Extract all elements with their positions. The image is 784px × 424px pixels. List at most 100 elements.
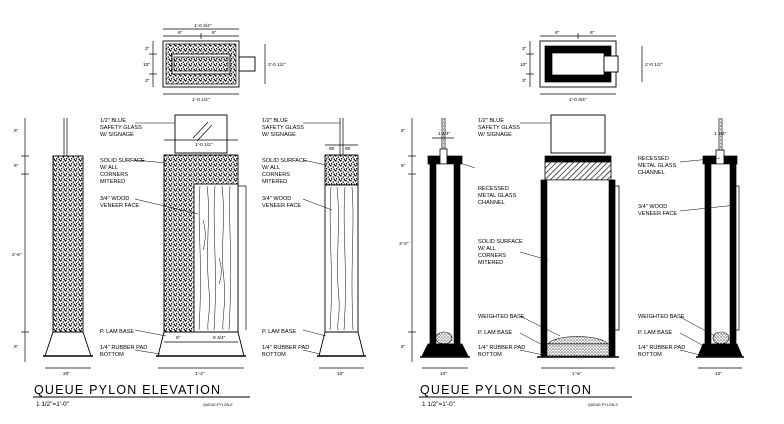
section-ref: QUEUE-PYLON-S [588,403,618,407]
dim-plan-6b: 6" [212,30,217,36]
section-dim-width-10: 10" [440,371,447,377]
svg-text:MITERED: MITERED [100,179,125,185]
section-dim-plan-bottom: 1'-0 3/4" [569,97,587,103]
elevation-note-glass-right: 1/2" BLUE SAFETY GLASS W/ SIGNAGE [262,118,304,138]
dim-side-80b: 80 [345,146,351,152]
elevation-note-pad: 1/4" RUBBER PAD BOTTOM [100,345,147,358]
elevation-note-veneer-right: 3/4" WOOD VENEER FACE [262,196,301,209]
dim-plan-3a: 3" [145,46,150,52]
elevation-note-solid-surface: SOLID SURFACE W/ ALL CORNERS MITERED [100,158,145,185]
section-dim-height-6a: 6" [401,128,406,134]
dim-base-height: 6" [14,344,19,350]
svg-text:CORNERS: CORNERS [478,253,506,259]
section-scale: 1 1/2"=1'-0" [422,401,455,408]
svg-text:1/4" RUBBER PAD: 1/4" RUBBER PAD [478,345,525,351]
svg-text:CHANNEL: CHANNEL [638,170,665,176]
section-note-glass: 1/2" BLUE SAFETY GLASS W/ SIGNAGE [478,118,520,138]
elevation-note-solid-surface-right: SOLID SURFACE W/ ALL CORNERS MITERED [262,158,307,185]
svg-text:W/ SIGNAGE: W/ SIGNAGE [100,132,134,138]
dim-height-6a: 6" [14,163,19,169]
elevation-note-pad-right: 1/4" RUBBER PAD BOTTOM [262,345,309,358]
section-title: QUEUE PYLON SECTION [420,383,592,397]
elevation-leaders [134,122,340,355]
svg-text:SOLID SURFACE: SOLID SURFACE [262,158,307,164]
section-dim-plan-6a: 6" [555,30,560,36]
elevation-note-plam: P. LAM BASE [100,329,134,335]
svg-text:W/ ALL: W/ ALL [262,165,280,171]
section-dim-width-10-right: 10" [715,371,722,377]
svg-text:1/2" BLUE: 1/2" BLUE [478,118,504,124]
section-note-recessed-right: RECESSED METAL GLASS CHANNEL [638,156,677,176]
svg-text:RECESSED: RECESSED [478,186,509,192]
section-note-plam-right: P. LAM BASE [638,330,672,336]
svg-text:CORNERS: CORNERS [262,172,290,178]
svg-text:CHANNEL: CHANNEL [478,200,505,206]
dim-width-10: 10" [337,371,344,377]
svg-text:SAFETY GLASS: SAFETY GLASS [478,125,520,131]
section-plan-view [526,33,643,95]
elevation-note-veneer: 3/4" WOOD VENEER FACE [100,196,139,209]
section-dim-width-14: 1'-5" [572,371,582,377]
section-note-pad-right: 1/4" RUBBER PAD BOTTOM [638,345,685,358]
svg-text:SOLID SURFACE: SOLID SURFACE [100,158,145,164]
dim-plan-side: 2'-0 1/2" [268,62,286,68]
elevation-plan-view [149,28,266,95]
svg-text:SAFETY GLASS: SAFETY GLASS [262,125,304,131]
svg-text:SOLID SURFACE: SOLID SURFACE [478,239,523,245]
dim-width-14: 1'-4" [195,371,205,377]
svg-text:3/4" WOOD: 3/4" WOOD [100,196,129,202]
elevation-left-pylon [21,118,93,369]
elevation-ref: QUEUE-PYLON-E [203,403,233,407]
dim-body-height: 2'-6" [12,252,22,258]
svg-text:1/4" RUBBER PAD: 1/4" RUBBER PAD [638,345,685,351]
svg-text:METAL GLASS: METAL GLASS [638,163,677,169]
section-dim-plan-3b: 3" [522,78,527,84]
svg-text:MITERED: MITERED [478,260,503,266]
section-note-plam: P. LAM BASE [478,330,512,336]
svg-text:MITERED: MITERED [262,179,287,185]
section-dim-plan-3a: 3" [522,46,527,52]
section-note-weighted: WEIGHTED BASE [478,314,525,320]
section-note-recessed: RECESSED METAL GLASS CHANNEL [478,186,517,206]
dim-height-6b: 6" [14,128,19,134]
svg-text:1/4" RUBBER PAD: 1/4" RUBBER PAD [100,345,147,351]
section-front-pylon [537,114,620,369]
elevation-front-pylon [156,114,247,369]
section-dim-top-width: 1 1/4" [438,131,451,137]
section-leaders [459,122,737,357]
dim-width-20: 20" [63,371,70,377]
elevation-note-glass: 1/2" BLUE SAFETY GLASS W/ SIGNAGE [100,118,142,138]
dim-glass-width: 1'-0 1/2" [195,142,213,148]
svg-text:VENEER FACE: VENEER FACE [262,203,301,209]
svg-text:W/ ALL: W/ ALL [478,246,496,252]
svg-text:METAL GLASS: METAL GLASS [478,193,517,199]
section-note-pad: 1/4" RUBBER PAD BOTTOM [478,345,525,358]
elevation-scale: 1 1/2"=1'-0" [36,401,69,408]
section-dim-plan-6b: 6" [590,30,595,36]
section-note-solid-surface: SOLID SURFACE W/ ALL CORNERS MITERED [478,239,523,266]
dim-plan-top: 1'-0 3/4" [194,23,212,29]
svg-text:W/ SIGNAGE: W/ SIGNAGE [262,132,296,138]
svg-text:BOTTOM: BOTTOM [478,352,502,358]
svg-text:BOTTOM: BOTTOM [262,352,286,358]
elevation-note-plam-right: P. LAM BASE [262,329,296,335]
svg-text:1/2" BLUE: 1/2" BLUE [262,118,288,124]
svg-text:VENEER FACE: VENEER FACE [638,211,677,217]
section-dim-plan-side: 2'-0 1/2" [645,62,663,68]
elevation-side-pylon [317,118,366,369]
dim-width-9: 9 3/4" [213,335,226,341]
dim-plan-6a: 6" [178,30,183,36]
section-dim-top-width-right: 1 1/4" [714,131,727,137]
svg-text:BOTTOM: BOTTOM [638,352,662,358]
dim-plan-bottom: 1'-0 1/2" [192,97,210,103]
section-dim-height-6b: 6" [401,163,406,169]
svg-text:W/ ALL: W/ ALL [100,165,118,171]
section-left-pylon [408,118,470,369]
svg-text:SAFETY GLASS: SAFETY GLASS [100,125,142,131]
section-dim-body-height: 3'-0" [399,241,409,247]
section-dim-base-height: 6" [401,344,406,350]
section-note-veneer-right: 3/4" WOOD VENEER FACE [638,204,677,217]
dim-side-80a: 80 [329,146,335,152]
dim-width-6: 6" [176,335,181,341]
